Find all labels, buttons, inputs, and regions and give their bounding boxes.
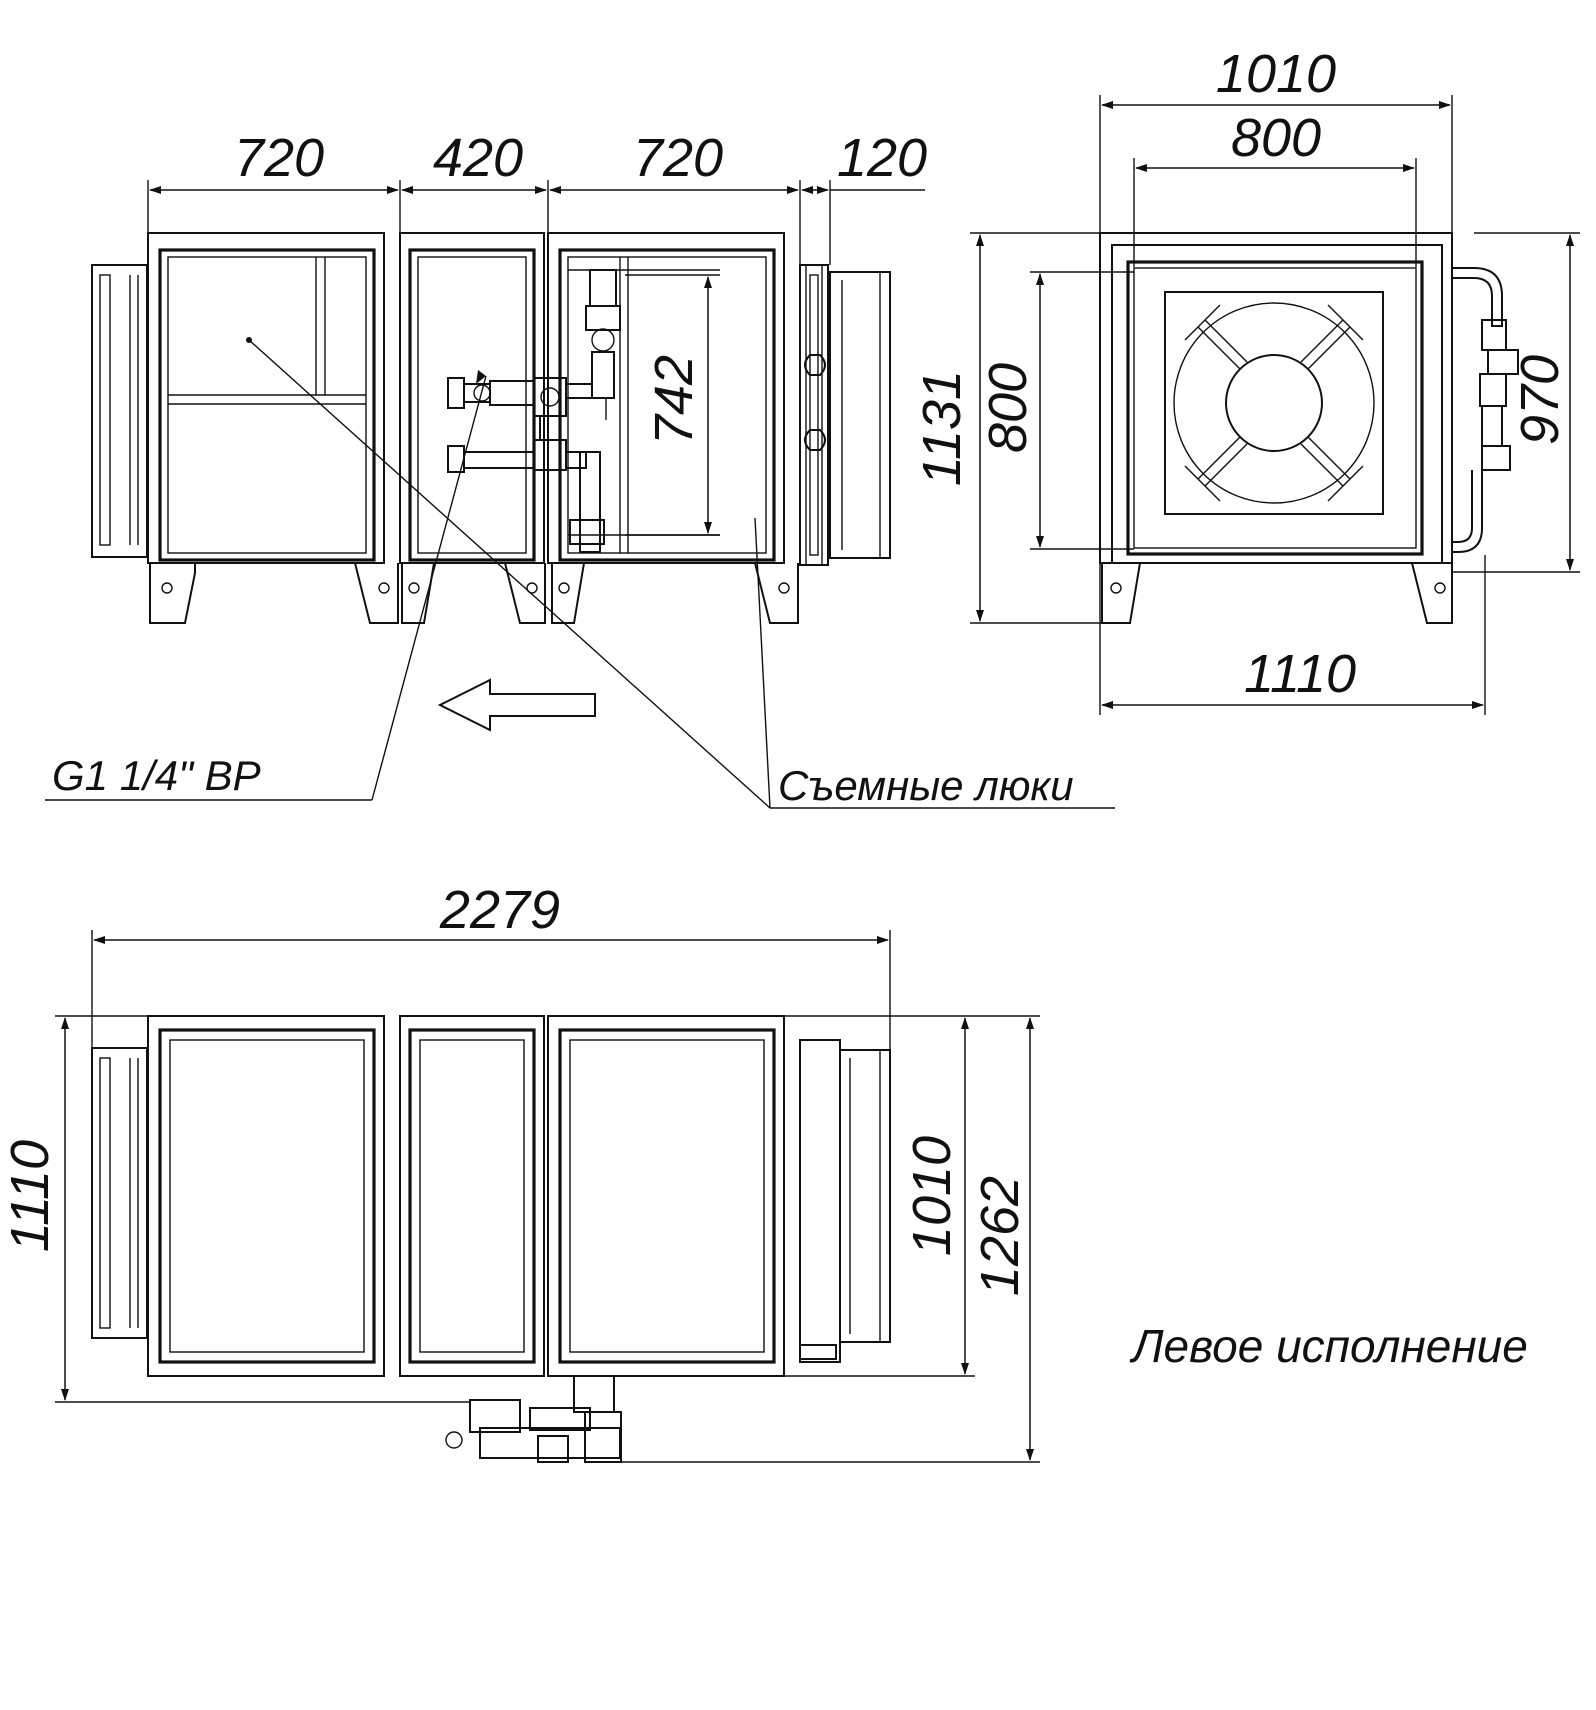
front-section-4 — [799, 264, 891, 566]
annotations: G1 1/4" ВР Съемные люки Левое исполнение — [52, 752, 1528, 1372]
front-section-3 — [547, 232, 785, 564]
dim-front-742: 742 — [644, 355, 704, 445]
dim-top-1262: 1262 — [970, 1176, 1030, 1296]
version-label: Левое исполнение — [1129, 1320, 1528, 1372]
dim-side-800-top: 800 — [1231, 108, 1321, 168]
side-foot-right — [1411, 562, 1453, 624]
dim-side-1010: 1010 — [1216, 44, 1336, 104]
dim-front-720-a: 720 — [234, 128, 324, 188]
side-pipes — [1451, 267, 1519, 553]
dim-front-120: 120 — [837, 128, 927, 188]
front-section-2 — [399, 232, 545, 564]
fan-struts — [1184, 304, 1364, 502]
flow-arrow — [437, 678, 596, 732]
top-view — [55, 930, 1040, 1463]
top-pipes — [445, 1375, 622, 1463]
dim-front-720-b: 720 — [633, 128, 723, 188]
dim-front-1131: 1131 — [912, 370, 972, 486]
fan-ring — [1173, 302, 1375, 504]
dim-side-1110: 1110 — [1244, 644, 1356, 704]
side-foot-left — [1101, 562, 1141, 624]
dim-side-800-left: 800 — [978, 363, 1038, 453]
front-valve-group — [447, 269, 621, 553]
dim-front-420: 420 — [433, 128, 523, 188]
dim-top-2279: 2279 — [439, 880, 560, 940]
dimension-labels: 720 420 720 120 742 1131 1010 800 800 97… — [0, 44, 1570, 1296]
thread-label: G1 1/4" ВР — [52, 752, 261, 799]
dim-top-1110: 1110 — [0, 1140, 60, 1252]
side-view — [970, 95, 1580, 715]
front-section-1 — [147, 232, 385, 564]
dim-side-970: 970 — [1510, 355, 1570, 445]
hatches-label: Съемные люки — [778, 762, 1074, 809]
dim-top-1010: 1010 — [902, 1136, 962, 1256]
fan-hub — [1225, 354, 1323, 452]
fan-plate — [1164, 291, 1384, 515]
front-feet — [149, 562, 799, 624]
front-view — [45, 180, 1115, 809]
